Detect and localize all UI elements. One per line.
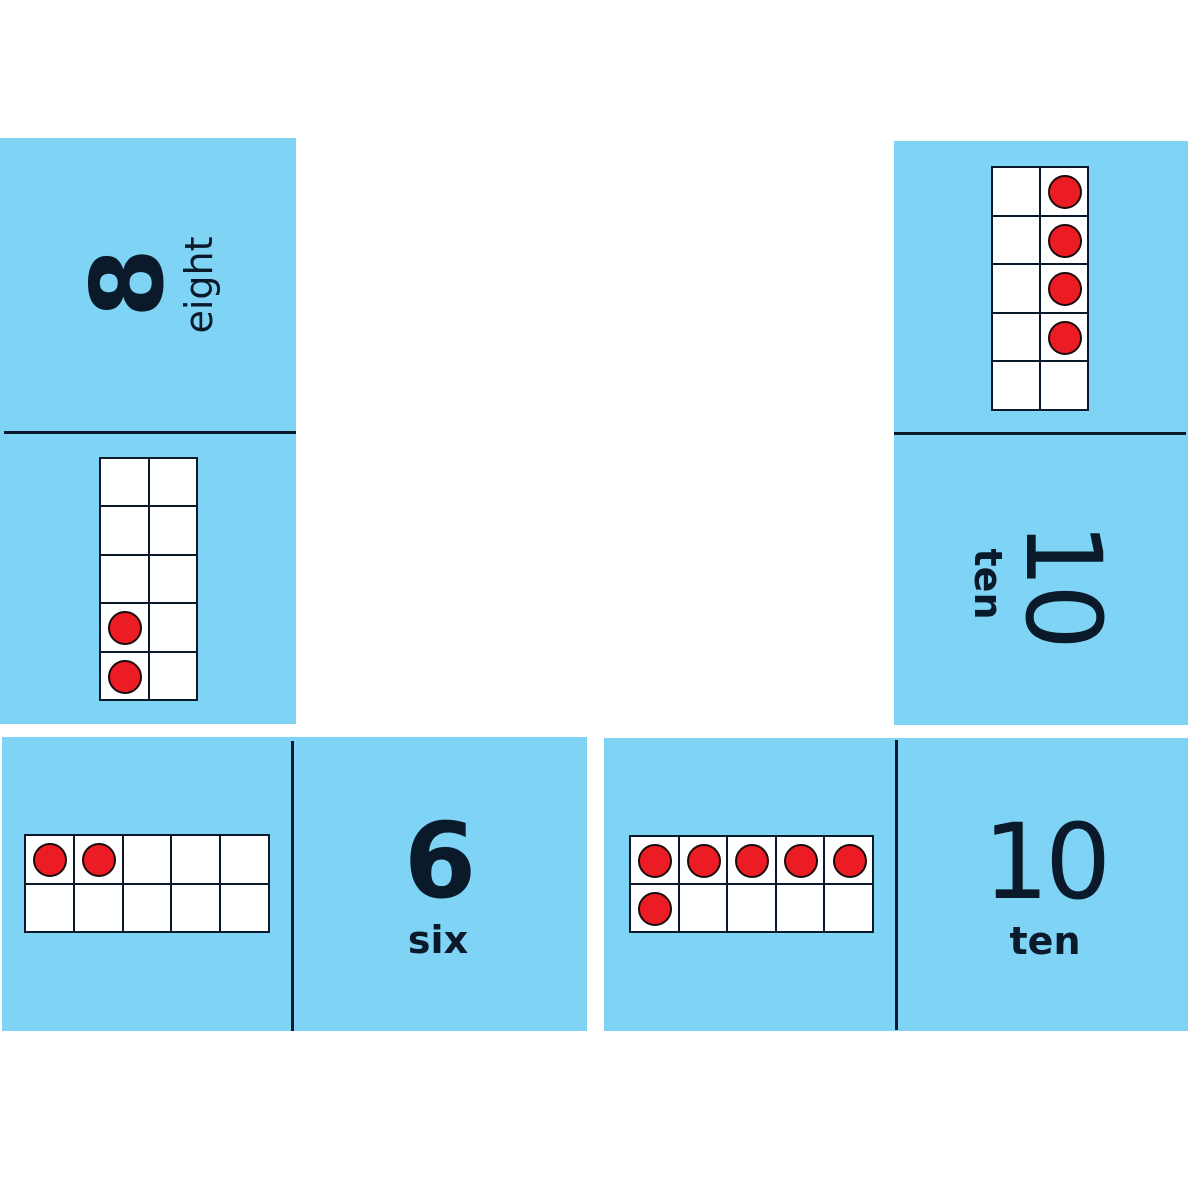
number-word: ten [1009, 919, 1081, 963]
ten-frame [991, 166, 1089, 411]
ten-frame [629, 835, 874, 933]
frame-cell [172, 836, 220, 883]
numeral: 8 [69, 252, 186, 318]
counter-dot-icon [108, 659, 143, 694]
counter-dot-icon [784, 844, 819, 878]
counter-dot-icon [686, 844, 721, 878]
frame-cell [1041, 216, 1087, 264]
frame-cell [101, 652, 148, 699]
frame-cell [172, 884, 220, 931]
number-word: eight [177, 236, 221, 334]
number-label: 10 ten [966, 521, 1124, 647]
ten-frame [24, 834, 270, 933]
counter-dot-icon [638, 892, 673, 926]
frame-cell [825, 885, 872, 931]
number-word: ten [966, 548, 1010, 620]
counter-dot-icon [638, 844, 673, 878]
frame-cell [1041, 313, 1087, 361]
frame-cell [993, 168, 1039, 215]
frame-cell [221, 836, 268, 883]
frame-cell [149, 507, 196, 554]
domino-bottom-left-horizontal[interactable]: 6 six [2, 737, 587, 1031]
counter-dot-icon [82, 843, 117, 878]
numeral: 10 [982, 801, 1111, 923]
frame-cell [631, 837, 678, 883]
frame-cell [101, 459, 148, 506]
domino-divider [291, 741, 294, 1031]
frame-cell [776, 885, 824, 931]
counter-dot-icon [832, 844, 867, 878]
counter-dot-icon [735, 844, 770, 878]
counter-dot-icon [1048, 223, 1082, 258]
numeral: 6 [403, 800, 476, 922]
frame-cell [221, 884, 268, 931]
frame-cell [679, 837, 727, 883]
domino-divider [895, 740, 898, 1030]
frame-cell [101, 604, 148, 651]
counter-dot-icon [1048, 175, 1082, 210]
frame-cell [26, 836, 73, 883]
frame-cell [1041, 362, 1087, 409]
frame-cell [1041, 265, 1087, 312]
frame-cell [101, 555, 148, 603]
counter-dot-icon [108, 611, 143, 646]
domino-divider [894, 432, 1186, 435]
frame-cell [149, 604, 196, 651]
frame-cell [993, 265, 1039, 312]
frame-cell [728, 885, 775, 931]
frame-cell [631, 885, 678, 931]
frame-cell [993, 362, 1039, 409]
frame-cell [776, 837, 824, 883]
counter-dot-icon [1048, 321, 1082, 356]
frame-cell [149, 652, 196, 699]
domino-bottom-right-horizontal[interactable]: 10 ten [604, 738, 1188, 1031]
counter-dot-icon [33, 843, 68, 878]
frame-cell [825, 837, 872, 883]
number-word: six [407, 918, 469, 962]
frame-cell [101, 507, 148, 554]
counter-dot-icon [1048, 272, 1082, 307]
frame-cell [149, 459, 196, 506]
frame-cell [993, 313, 1039, 361]
domino-left-vertical[interactable]: 8 eight [0, 138, 296, 724]
frame-cell [728, 837, 775, 883]
frame-cell [26, 884, 73, 931]
numeral: 10 [1002, 521, 1124, 647]
number-label: 8 eight [69, 236, 221, 334]
number-label: 10 ten [982, 801, 1111, 963]
domino-divider [4, 431, 296, 434]
ten-frame [99, 457, 198, 701]
frame-cell [123, 836, 171, 883]
frame-cell [1041, 168, 1087, 215]
frame-cell [74, 884, 122, 931]
frame-cell [74, 836, 122, 883]
frame-cell [149, 555, 196, 603]
frame-cell [993, 216, 1039, 264]
domino-right-vertical[interactable]: 10 ten [894, 141, 1188, 725]
number-label: 6 six [403, 800, 476, 962]
frame-cell [679, 885, 727, 931]
frame-cell [123, 884, 171, 931]
